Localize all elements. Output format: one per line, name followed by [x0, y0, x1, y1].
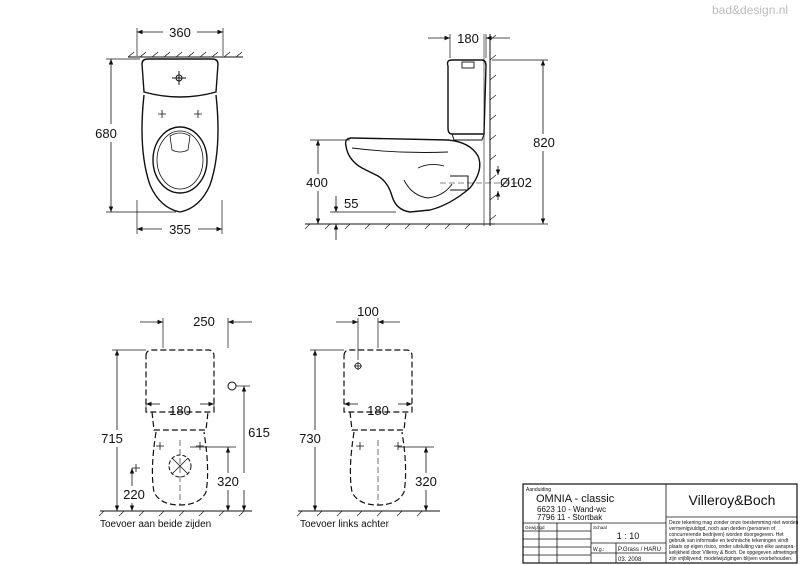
- dim-left-height: 715: [101, 431, 123, 446]
- top-view: [106, 28, 243, 234]
- tb-disclaimer-7: zijn vrijblijvend; modelwijzigingen blij…: [669, 556, 792, 562]
- back-view-right: [296, 318, 440, 517]
- dim-top-width: 360: [169, 25, 191, 40]
- dim-right-height: 730: [299, 431, 321, 446]
- tb-drawn-by: P.Grass / HARU: [618, 547, 661, 553]
- tb-disclaimer-6: kelijkheid door Villeroy & Boch. De opge…: [669, 550, 798, 556]
- dim-left-top-width: 250: [193, 314, 215, 329]
- watermark: bad&design.nl: [712, 3, 788, 17]
- dim-left-inner-width: 180: [169, 403, 191, 418]
- dim-left-outlet-height: 320: [217, 474, 239, 489]
- title-block: [522, 483, 798, 564]
- dim-left-connection-height: 615: [248, 425, 270, 440]
- tb-product-name: OMNIA - classic: [536, 493, 615, 505]
- tb-date: 03. 2008: [618, 557, 642, 563]
- tb-label-date: Gewijzigd: [525, 525, 545, 530]
- tb-disclaimer-2: vermenigvuldigd, noch aan derden (person…: [669, 526, 776, 532]
- dim-top-length: 680: [95, 126, 117, 141]
- caption-left: Toevoer aan beide zijden: [100, 519, 211, 530]
- dim-bottom-width: 355: [169, 222, 191, 237]
- tb-label-product: Aanduiding: [526, 487, 551, 493]
- tb-disclaimer-1: Deze tekening mag zonder onze toestemmin…: [669, 520, 798, 526]
- dim-right-inner-width: 180: [367, 403, 389, 418]
- tb-disclaimer-5: plaats op eigen risico, onder uitsluitin…: [669, 544, 795, 550]
- tb-disclaimer-4: gebruik van informatie en technische tek…: [669, 538, 789, 544]
- tb-disclaimer-3: concurrerende bedrijven) worden doorgege…: [669, 532, 784, 538]
- dim-outlet-diameter: Ø102: [500, 175, 532, 190]
- caption-right: Toevoer links achter: [300, 519, 390, 530]
- tb-label-drawn: W.g.:: [593, 547, 604, 553]
- dim-right-outlet-height: 320: [415, 474, 437, 489]
- tb-line1: 6623 10 - Wand-wc: [537, 505, 606, 514]
- tb-label-scale: Schaal: [593, 525, 607, 530]
- dim-left-side-offset: 220: [123, 487, 145, 502]
- side-view: [304, 34, 548, 240]
- dim-right-top-offset: 100: [357, 304, 379, 319]
- dim-floor-offset: 55: [344, 196, 358, 211]
- dim-height-total: 820: [533, 135, 555, 150]
- tb-line2: 7796 11 - Stortbak: [537, 513, 603, 522]
- dim-tank-depth: 180: [457, 31, 479, 46]
- dim-seat-height: 400: [306, 175, 328, 190]
- tb-brand: Villeroy&Boch: [689, 492, 776, 508]
- tb-scale: 1 : 10: [617, 531, 640, 541]
